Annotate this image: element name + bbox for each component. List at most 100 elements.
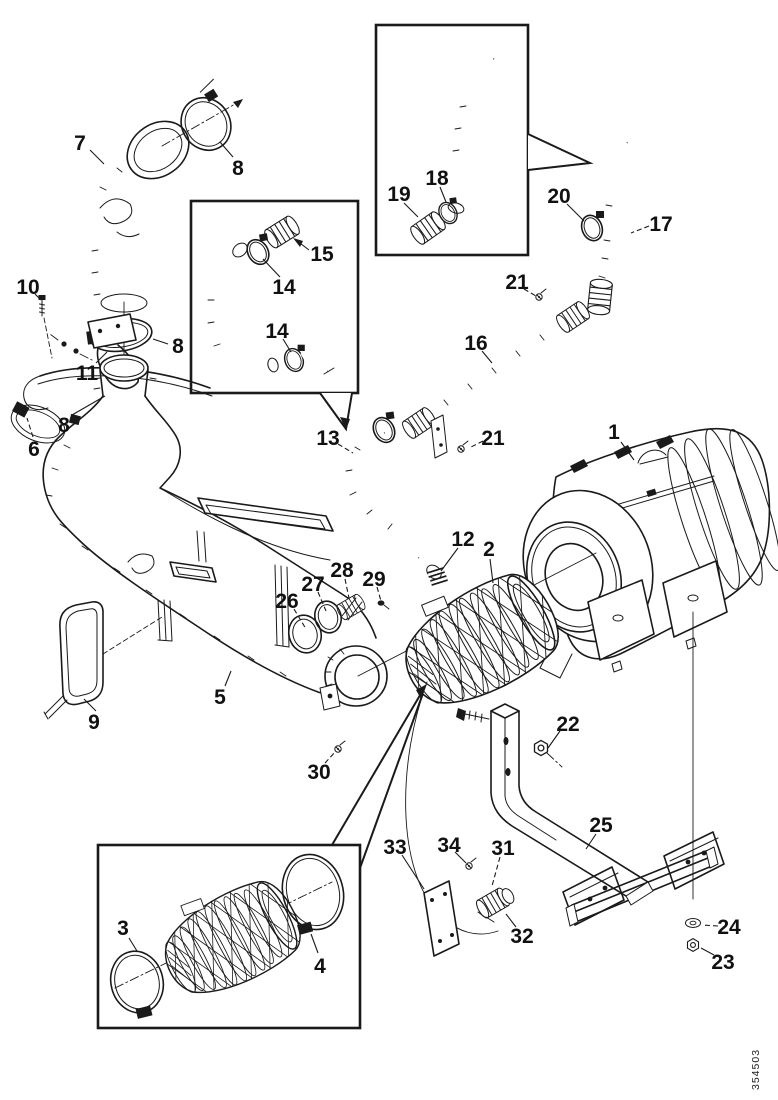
leader-part-24 bbox=[701, 924, 719, 927]
leader-part-9 bbox=[83, 698, 97, 712]
callout-part-24: 24 bbox=[717, 916, 741, 939]
callout-part-28: 28 bbox=[330, 559, 354, 582]
part-7-intake-elbow bbox=[91, 99, 243, 373]
callout-part-21: 21 bbox=[481, 427, 505, 450]
callout-part-19: 19 bbox=[387, 183, 410, 206]
inset-filter-clamp-art bbox=[109, 848, 345, 1025]
leader-part-26 bbox=[293, 608, 307, 630]
callout-part-31: 31 bbox=[491, 837, 515, 860]
part-1-air-cleaner-housing bbox=[522, 427, 778, 679]
drain-line-curve bbox=[405, 681, 499, 935]
part-25-support-bracket bbox=[456, 703, 725, 927]
callout-part-18: 18 bbox=[425, 167, 449, 190]
callout-part-6: 6 bbox=[28, 438, 40, 461]
inset-pointer-arrowhead bbox=[416, 684, 427, 699]
leader-part-16 bbox=[481, 350, 493, 364]
leader-part-7 bbox=[89, 149, 105, 165]
callout-part-13: 13 bbox=[316, 427, 339, 450]
callout-part-20: 20 bbox=[547, 185, 570, 208]
inset-detail-boxes bbox=[96, 23, 594, 1030]
leader-part-12 bbox=[440, 547, 459, 572]
callout-part-17: 17 bbox=[649, 213, 672, 236]
leader-part-6 bbox=[26, 417, 34, 438]
callout-part-8: 8 bbox=[232, 157, 244, 180]
callout-part-8: 8 bbox=[58, 414, 70, 437]
part-22-nut bbox=[533, 739, 563, 768]
callout-part-30: 30 bbox=[307, 761, 330, 784]
part-28-ribbed-cap bbox=[334, 592, 368, 622]
leader-part-10 bbox=[34, 293, 42, 301]
callout-part-23: 23 bbox=[711, 951, 734, 974]
leader-part-28 bbox=[344, 578, 350, 599]
callout-part-27: 27 bbox=[301, 573, 324, 596]
leader-part-23 bbox=[700, 947, 715, 956]
part-16-tube bbox=[399, 299, 593, 459]
callout-part-5: 5 bbox=[214, 686, 226, 709]
inset-hose-connection-art bbox=[205, 213, 337, 378]
callout-part-21: 21 bbox=[505, 271, 529, 294]
leader-part-33 bbox=[401, 854, 425, 890]
callout-part-16: 16 bbox=[464, 332, 487, 355]
callout-leaders bbox=[26, 141, 719, 956]
leader-part-18 bbox=[439, 186, 447, 203]
leader-part-31 bbox=[491, 856, 501, 887]
callout-part-22: 22 bbox=[556, 713, 579, 736]
leader-part-13 bbox=[337, 443, 354, 454]
callout-part-10: 10 bbox=[16, 276, 39, 299]
leader-part-17 bbox=[630, 225, 650, 234]
callout-part-25: 25 bbox=[589, 814, 613, 837]
callout-part-11: 11 bbox=[76, 362, 99, 385]
inset-pointer-arrowhead bbox=[340, 417, 350, 430]
leader-part-32 bbox=[505, 913, 517, 928]
part-5-intake-duct bbox=[42, 354, 388, 753]
callout-part-1: 1 bbox=[608, 421, 620, 444]
leader-part-29 bbox=[376, 586, 382, 602]
callout-part-8: 8 bbox=[172, 335, 184, 358]
leader-part-25 bbox=[585, 833, 597, 850]
leader-part-14 bbox=[262, 258, 281, 278]
leader-part-15 bbox=[295, 239, 310, 251]
part-10-bolt bbox=[38, 294, 53, 359]
part-17-curved-tube bbox=[585, 128, 645, 317]
callout-part-14: 14 bbox=[272, 276, 296, 299]
leader-part-8 bbox=[152, 338, 169, 345]
leader-part-27 bbox=[317, 591, 327, 612]
callout-part-9: 9 bbox=[88, 711, 100, 734]
part-24-washer bbox=[685, 918, 701, 928]
drawing-number: 354503 bbox=[750, 1049, 762, 1090]
callout-part-33: 33 bbox=[383, 836, 406, 859]
leader-part-2 bbox=[489, 558, 494, 584]
inset-box-filter-clamp-detail bbox=[96, 843, 362, 1030]
callout-part-26: 26 bbox=[275, 590, 298, 613]
leader-part-21 bbox=[468, 440, 484, 449]
callout-part-15: 15 bbox=[310, 243, 334, 266]
part-9-seal-frame bbox=[43, 601, 163, 720]
callout-part-4: 4 bbox=[314, 955, 326, 978]
inset-box-hose-connection-detail bbox=[189, 199, 360, 395]
callout-part-3: 3 bbox=[117, 917, 129, 940]
leader-part-11 bbox=[95, 351, 108, 364]
leader-part-1 bbox=[620, 441, 635, 461]
part-31-32-ejector-valve bbox=[473, 885, 515, 923]
callout-part-14: 14 bbox=[265, 320, 289, 343]
leader-part-30 bbox=[324, 750, 337, 764]
callout-part-12: 12 bbox=[451, 528, 474, 551]
part-29-nut bbox=[377, 600, 390, 610]
part-27-o-ring bbox=[313, 600, 343, 634]
leader-part-21 bbox=[523, 288, 537, 297]
leader-part-19 bbox=[403, 202, 419, 218]
inset-upper-tube-art bbox=[407, 41, 510, 247]
leader-part-14 bbox=[282, 338, 292, 353]
leader-part-20 bbox=[566, 203, 585, 222]
leader-part-22 bbox=[547, 730, 561, 749]
callout-part-2: 2 bbox=[483, 538, 495, 561]
part-8-clamp-top bbox=[180, 78, 232, 151]
part-33-plate bbox=[423, 880, 460, 957]
callout-part-29: 29 bbox=[362, 568, 385, 591]
leader-part-8 bbox=[71, 395, 106, 416]
callout-part-32: 32 bbox=[510, 925, 533, 948]
callout-part-34: 34 bbox=[437, 834, 461, 857]
callout-part-7: 7 bbox=[74, 132, 86, 155]
